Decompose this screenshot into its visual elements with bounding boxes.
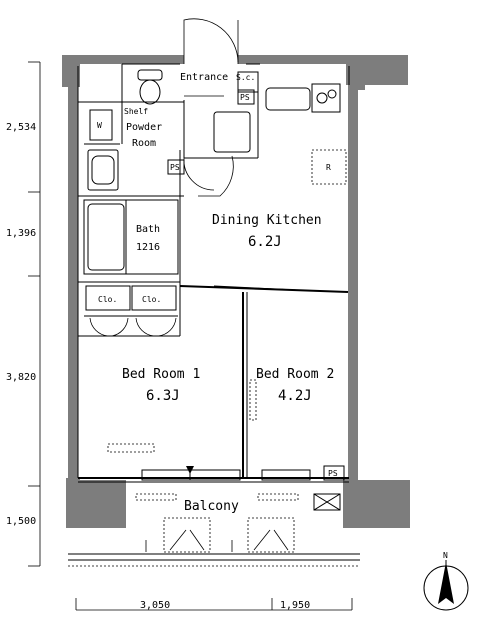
interior-walls — [68, 18, 360, 567]
dining-kitchen-label: Dining Kitchen — [212, 213, 322, 228]
bath-size-label: 1216 — [136, 242, 160, 253]
entrance-label: Entrance — [180, 72, 228, 83]
dim-left-3: 3,820 — [6, 372, 36, 383]
dim-left-4: 1,500 — [6, 516, 36, 527]
shoe-storage-label: S.c. — [236, 73, 255, 82]
outer-walls — [62, 55, 410, 528]
pipe-spaces: PS PS PS — [167, 89, 345, 481]
room-labels: Entrance S.c. Shelf Powder Room W Bath 1… — [97, 72, 334, 514]
dimension-labels: 2,534 1,396 3,820 1,500 3,050 1,950 — [6, 122, 310, 611]
bed-room-1-label: Bed Room 1 — [122, 367, 200, 382]
dimension-lines — [28, 61, 353, 611]
compass-label: N — [443, 551, 448, 560]
pipe-space-label-3: PS — [328, 469, 338, 478]
dim-left-2: 1,396 — [6, 228, 36, 239]
pipe-space-label-1: PS — [240, 93, 250, 102]
powder-room-label-line2: Room — [132, 138, 156, 149]
bed-room-2-area: 4.2J — [278, 388, 312, 404]
closet-a-label: Clo. — [98, 295, 117, 304]
powder-room-label-line1: Powder — [126, 122, 162, 133]
north-compass-icon: N — [423, 551, 469, 611]
fridge-label: R — [326, 163, 331, 172]
dim-left-1: 2,534 — [6, 122, 36, 133]
dining-kitchen-area: 6.2J — [248, 234, 282, 250]
pipe-space-label-2: PS — [170, 163, 180, 172]
shelf-label: Shelf — [124, 107, 148, 116]
washer-label: W — [97, 121, 102, 130]
balcony-label: Balcony — [184, 499, 239, 514]
dim-bottom-2: 1,950 — [280, 600, 310, 611]
bed-room-2-label: Bed Room 2 — [256, 367, 334, 382]
dim-bottom-1: 3,050 — [140, 600, 170, 611]
closet-b-label: Clo. — [142, 295, 161, 304]
bed-room-1-area: 6.3J — [146, 388, 180, 404]
bath-label: Bath — [136, 224, 160, 235]
